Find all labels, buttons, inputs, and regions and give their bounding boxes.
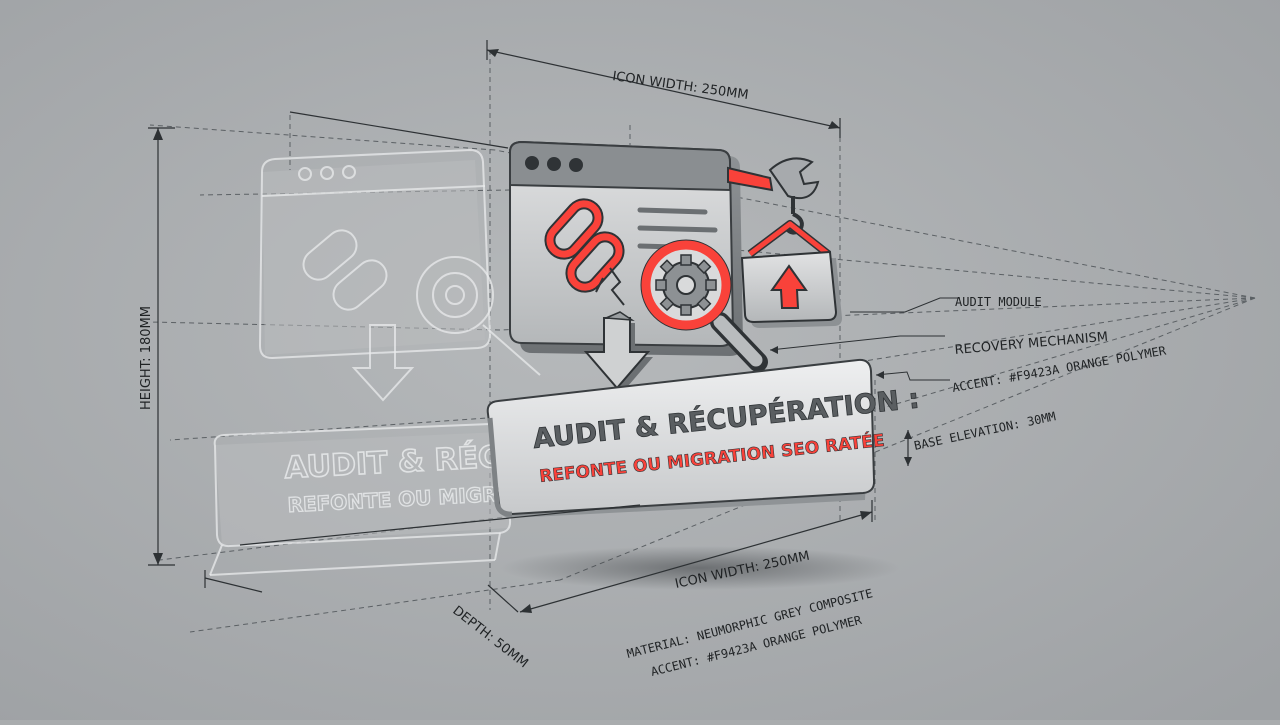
gear-icon: [655, 254, 717, 316]
title-plaque: AUDIT & RÉCUPÉRATION : REFONTE OU MIGRAT…: [486, 358, 921, 518]
dimension-lines: [148, 40, 912, 613]
up-arrow-icon: [770, 264, 808, 309]
crane-hook-box-icon: [740, 196, 842, 328]
wrench-icon: [727, 157, 820, 200]
dim-height: HEIGHT: 180MM: [139, 306, 154, 410]
window-dot-icon: [547, 157, 561, 171]
ghost-link-icon: [302, 229, 388, 311]
ghost-gear-icon: [416, 256, 541, 376]
plaque-shadow: [500, 546, 900, 590]
window-dot-icon: [569, 158, 583, 172]
ghost-down-arrow-icon: [351, 324, 415, 402]
broken-link-icon: [544, 198, 625, 306]
ghost-icon: AUDIT & RÉC REFONTE OU MIGR: [209, 148, 541, 576]
callout-audit-module: AUDIT MODULE: [955, 295, 1042, 309]
magnifier-gear-icon: [640, 239, 768, 372]
down-arrow-icon: [583, 311, 653, 393]
window-dot-icon: [525, 156, 539, 170]
callout-leaders: [769, 297, 960, 381]
